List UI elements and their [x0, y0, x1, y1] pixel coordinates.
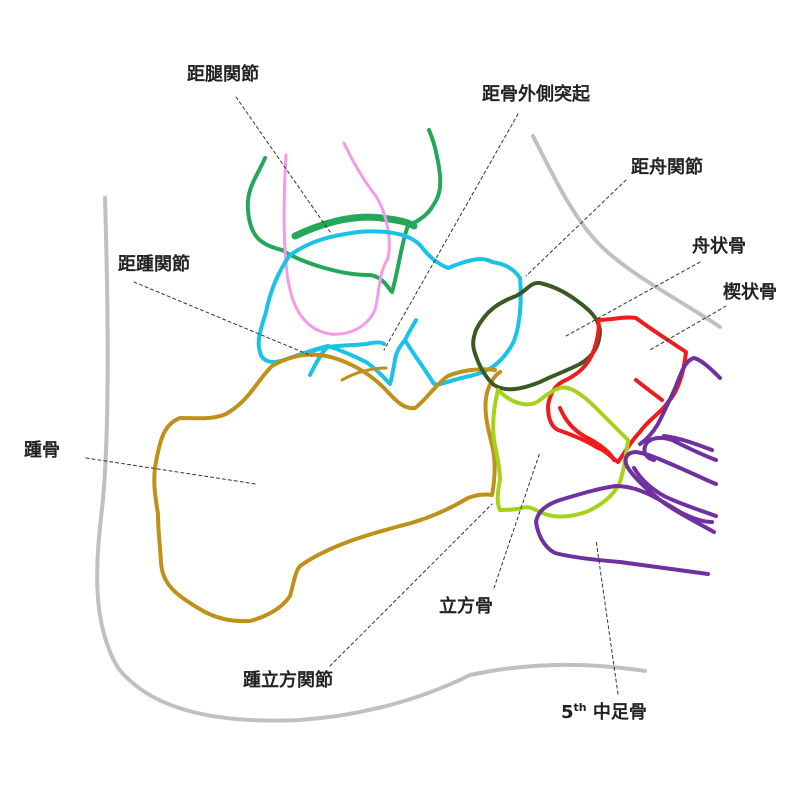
navicular-outline	[471, 280, 602, 392]
label-calcaneus: 踵骨	[24, 440, 60, 461]
label-navicular: 舟状骨	[692, 236, 746, 257]
leader-cuneiform	[649, 305, 727, 351]
leader-talocrural	[235, 96, 331, 233]
metatarsal-1-outline	[638, 356, 722, 446]
label-fifth-metatarsal-name: 中足骨	[592, 702, 647, 723]
leader-fifth-metatarsal	[595, 539, 619, 695]
label-fifth-metatarsal-number: 5	[561, 702, 574, 723]
label-talocrural-joint: 距腿関節	[187, 64, 259, 85]
fibula-outline	[282, 141, 391, 336]
tibia-outline	[245, 128, 443, 294]
label-cuneiform: 楔状骨	[723, 282, 777, 303]
leader-lateral-process	[383, 113, 519, 351]
label-calcaneocuboid-joint: 踵立方関節	[243, 670, 333, 691]
label-cuboid: 立方骨	[439, 596, 493, 617]
label-fifth-metatarsal-ordinal: th	[573, 701, 587, 714]
cuneiform-joint-line	[634, 378, 664, 402]
leader-subtalar	[133, 281, 313, 357]
label-fifth-metatarsal: 5th 中足骨	[561, 701, 647, 723]
label-talonavicular-joint: 距舟関節	[631, 157, 703, 178]
leader-cuboid	[493, 451, 541, 589]
cuneiform-inner-line	[558, 406, 616, 462]
talus-neck-detail	[308, 340, 386, 354]
metatarsal-3-outline	[632, 466, 718, 518]
skin-outline-dorsum	[531, 134, 722, 329]
cuboid-outline	[491, 385, 630, 519]
leader-calcaneocuboid	[329, 503, 493, 667]
leader-navicular	[565, 261, 701, 337]
metatarsal-4-outline	[623, 450, 718, 534]
leader-talonavicular	[525, 179, 627, 277]
calcaneus-outline	[152, 352, 502, 624]
metatarsal-2-outline	[642, 434, 718, 462]
skin-outline-heel	[95, 196, 647, 723]
leader-lines	[85, 96, 727, 695]
leader-calcaneus	[85, 457, 257, 485]
label-subtalar-joint: 距踵関節	[118, 254, 190, 275]
tibia-plafond	[291, 213, 418, 240]
calcaneus-sustentaculum	[340, 366, 388, 382]
label-lateral-process-talus: 距骨外側突起	[482, 84, 590, 105]
fifth-metatarsal-outline	[534, 484, 714, 576]
